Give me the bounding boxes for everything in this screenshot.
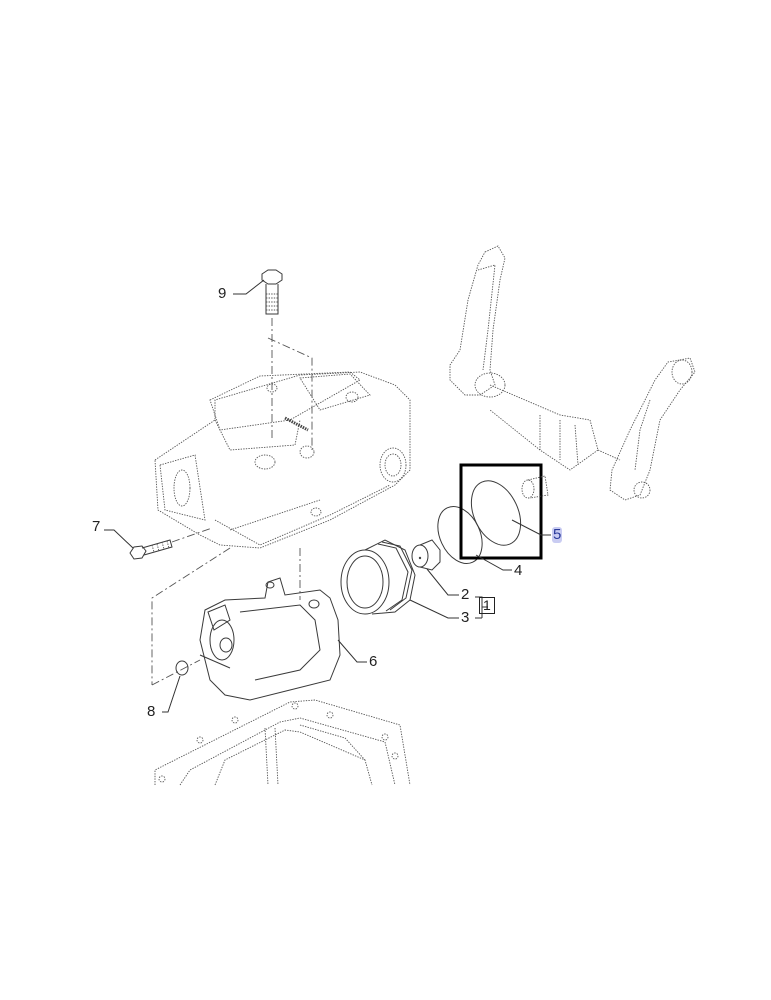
piston-3	[340, 539, 416, 615]
transmission-housing	[154, 699, 411, 786]
pin	[521, 475, 549, 499]
callout-7: 7	[92, 518, 101, 535]
lift-cylinder-6	[199, 577, 341, 701]
callout-3: 3	[461, 609, 470, 626]
lift-housing	[154, 371, 411, 549]
highlight-box	[459, 463, 543, 560]
o-ring-8	[175, 660, 189, 676]
callout-4: 4	[514, 562, 523, 579]
plug-2	[411, 539, 441, 571]
callout-5-highlighted[interactable]: 5	[552, 526, 563, 543]
callout-9: 9	[218, 285, 227, 302]
bolt-9	[261, 269, 283, 315]
o-ring-5	[470, 480, 522, 546]
callout-8: 8	[147, 703, 156, 720]
callout-1-kit: 1	[479, 597, 495, 614]
bolt-7	[129, 539, 173, 560]
rock-shaft-assembly	[449, 245, 696, 501]
callout-6: 6	[369, 653, 378, 670]
callout-2: 2	[461, 586, 470, 603]
